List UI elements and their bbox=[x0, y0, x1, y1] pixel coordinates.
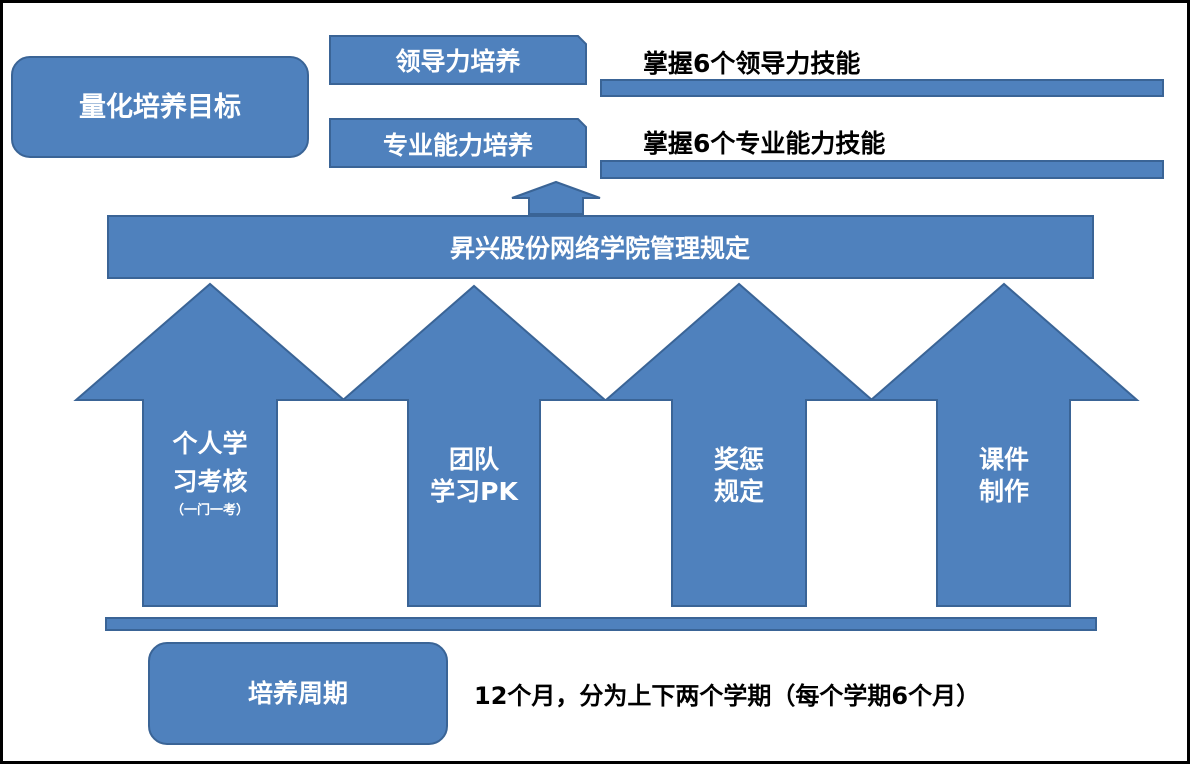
cycle-description: 12个月，分为上下两个学期（每个学期6个月） bbox=[474, 682, 980, 710]
leadership-training-box bbox=[329, 35, 587, 85]
leadership-skill-bar bbox=[600, 79, 1164, 97]
foundation-label: 昇兴股份网络学院管理规定 bbox=[450, 234, 750, 263]
pillar-arrow-2 bbox=[340, 284, 608, 607]
professional-skill-text: 掌握6个专业能力技能 bbox=[643, 129, 885, 158]
cycle-label: 培养周期 bbox=[248, 679, 348, 708]
professional-training-box bbox=[329, 118, 587, 168]
leadership-skill-text: 掌握6个领导力技能 bbox=[643, 49, 860, 78]
goal-box bbox=[11, 56, 309, 158]
pillar-1-note: （一门一考） bbox=[171, 502, 249, 518]
pillar-2-line-2: 学习PK bbox=[430, 477, 519, 506]
cycle-box bbox=[148, 642, 448, 745]
pillar-4-line-2: 制作 bbox=[979, 477, 1029, 506]
pillar-1-line-1: 个人学 bbox=[172, 429, 247, 458]
pillar-4-line-1: 课件 bbox=[979, 445, 1029, 474]
base-bar bbox=[105, 617, 1097, 631]
goal-label: 量化培养目标 bbox=[79, 91, 241, 123]
pillar-arrow-3 bbox=[603, 282, 875, 607]
professional-training-label: 专业能力培养 bbox=[383, 131, 533, 160]
pillar-3-line-2: 规定 bbox=[714, 477, 764, 506]
small-up-arrow bbox=[511, 180, 601, 215]
pillar-1-line-2: 习考核 bbox=[172, 467, 247, 496]
pillar-3-line-1: 奖惩 bbox=[714, 445, 764, 474]
foundation-bar bbox=[107, 215, 1094, 279]
pillar-2-line-1: 团队 bbox=[449, 445, 500, 474]
pillar-arrow-1 bbox=[73, 282, 347, 607]
leadership-training-label: 领导力培养 bbox=[395, 47, 520, 76]
professional-skill-bar bbox=[600, 160, 1164, 179]
pillar-arrow-4 bbox=[868, 282, 1140, 607]
